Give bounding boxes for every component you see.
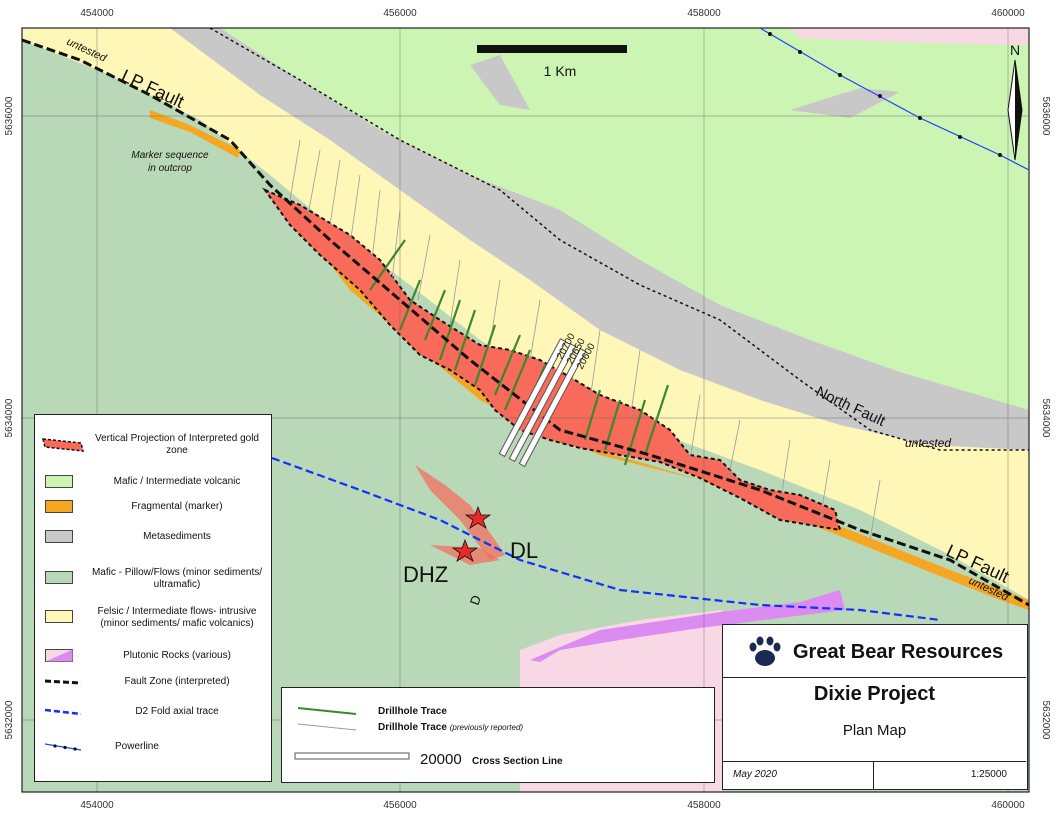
fragmental-swatch (45, 500, 73, 513)
drillhole-swatches (297, 707, 357, 731)
section-line-swatch (294, 752, 410, 760)
fault-swatch (44, 679, 82, 685)
northing-left-3: 5632000 (4, 700, 15, 739)
legend-label-plutonic: Plutonic Rocks (various) (123, 650, 231, 661)
north-arrow (1007, 59, 1023, 161)
project-title: Dixie Project (813, 683, 936, 705)
bear-paw-icon (749, 636, 781, 666)
legend-section-label: Cross Section Line (472, 756, 563, 767)
plutonic-swatch (45, 649, 73, 662)
gold-zone (265, 190, 840, 530)
plutonic-magenta-band (530, 590, 845, 662)
scale-bar-label: 1 Km (544, 63, 577, 79)
legend-drillhole-prev: Drillhole Trace (previously reported) (378, 722, 523, 733)
legend-label-metasediments: Metasediments (143, 531, 211, 542)
northing-right-3: 5632000 (1040, 701, 1051, 740)
title-divider-vertical (873, 761, 874, 789)
dhz-star (451, 538, 479, 562)
easting-bottom-1: 454000 (80, 800, 114, 811)
company-name: Great Bear Resources (793, 641, 1004, 663)
geology-legend: Vertical Projection of Interpreted gold … (34, 414, 272, 782)
legend-label-fault: Fault Zone (interpreted) (124, 676, 230, 687)
fold-swatch (44, 708, 82, 716)
powerline-swatch (44, 743, 82, 751)
fault-zones (21, 38, 1030, 607)
drillhole-legend: Drillhole Trace Drillhole Trace (previou… (281, 687, 715, 783)
easting-bottom-4: 460000 (991, 800, 1025, 811)
dl-label: DL (510, 538, 538, 563)
legend-label-fold: D2 Fold axial trace (135, 706, 219, 717)
metasediment-lens-3 (790, 88, 900, 118)
legend-label-powerline: Powerline (115, 741, 159, 752)
legend-drillhole-label: Drillhole Trace (378, 706, 447, 717)
map-frame (21, 27, 1030, 793)
easting-top-1: 454000 (80, 8, 114, 19)
gold-zone-swatch (42, 438, 84, 452)
dhz-label: DHZ (403, 562, 448, 587)
marker-label-1: Marker sequence (131, 150, 209, 161)
map-subtitle: Plan Map (842, 722, 907, 739)
metasediment-band (170, 28, 1029, 450)
dl-star (464, 505, 492, 529)
title-divider-2 (723, 761, 1026, 762)
legend-drillhole-prev-label: Drillhole Trace (378, 722, 447, 733)
powerline (759, 27, 1030, 171)
mafic-volcanic-swatch (45, 475, 73, 488)
map-scale: 1:25000 (970, 769, 1007, 780)
map-date: May 2020 (733, 769, 777, 780)
easting-bottom-3: 458000 (687, 800, 721, 811)
legend-section-number: 20000 (420, 751, 462, 768)
felsic-swatch (45, 610, 73, 623)
legend-label-gold-zone: Vertical Projection of Interpreted gold … (95, 433, 259, 456)
north-fault (209, 27, 1029, 451)
mafic-pillow-swatch (45, 571, 73, 584)
title-block: Great Bear Resources Dixie Project Plan … (722, 624, 1028, 790)
northing-left-1: 5636000 (4, 96, 15, 135)
legend-label-felsic: Felsic / Intermediate flows- intrusive (… (97, 606, 257, 629)
northing-left-2: 5634000 (4, 398, 15, 437)
northing-right-2: 5634000 (1040, 399, 1051, 438)
metasediments-swatch (45, 530, 73, 543)
legend-label-fragmental: Fragmental (marker) (131, 501, 223, 512)
northing-right-1: 5636000 (1040, 97, 1051, 136)
scale-bar (477, 45, 627, 53)
legend-label-mafic-pillow: Mafic - Pillow/Flows (minor sediments/ u… (91, 567, 263, 590)
fragmental-nw (150, 110, 240, 158)
easting-bottom-2: 456000 (383, 800, 417, 811)
plutonic-ne (790, 28, 1029, 45)
section-lines (498, 338, 587, 468)
easting-top-2: 456000 (383, 8, 417, 19)
legend-drillhole-prev-note: (previously reported) (449, 723, 524, 732)
north-label: N (1010, 42, 1020, 58)
metasediment-lens-2 (510, 250, 600, 285)
title-divider-1 (723, 677, 1026, 678)
lp-fault (21, 38, 1030, 607)
legend-label-mafic-volcanic: Mafic / Intermediate volcanic (113, 476, 241, 487)
marker-label-2: in outcrop (148, 163, 192, 174)
untested-label-north: untested (905, 436, 951, 450)
dl-gold-zone (415, 465, 505, 560)
easting-top-3: 458000 (687, 8, 721, 19)
metasediment-lens (470, 55, 530, 110)
easting-top-4: 460000 (991, 8, 1025, 19)
felsic-area (22, 28, 1029, 600)
